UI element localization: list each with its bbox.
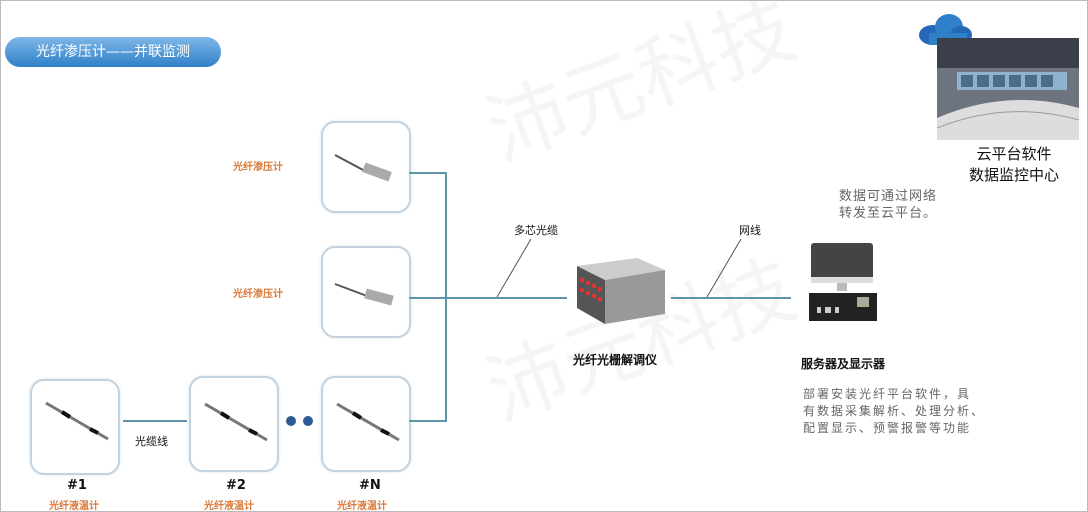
sensor-label: 光纤渗压计	[233, 162, 283, 173]
thermometer-box-1	[30, 379, 120, 475]
leader-line	[706, 238, 742, 298]
leader-line	[496, 238, 532, 298]
cable-label: 光缆线	[135, 435, 168, 448]
connector-line	[409, 172, 447, 174]
piezometer-box-1	[321, 121, 411, 213]
network-note-line: 转发至云平台。	[839, 206, 938, 221]
network-label: 网线	[739, 224, 761, 237]
sensor-label: 光纤液温计	[204, 501, 254, 512]
server-desc-line: 有数据采集解析、处理分析、	[803, 404, 986, 418]
thermometer-icon	[204, 402, 268, 442]
thermometer-box-n	[321, 376, 411, 472]
cloud-title: 云平台软件	[976, 145, 1052, 163]
bus-line	[445, 172, 447, 422]
sensor-number: #1	[67, 478, 87, 493]
server-label: 服务器及显示器	[801, 357, 886, 371]
ellipsis-dot	[303, 416, 313, 426]
piezometer-icon	[334, 154, 392, 182]
network-note-line: 数据可通过网络	[839, 189, 938, 204]
multi-core-label: 多芯光缆	[514, 224, 558, 237]
network-cable-line	[671, 297, 791, 299]
server-desc-line: 部署安装光纤平台软件，具	[803, 387, 972, 401]
sensor-label: 光纤液温计	[337, 501, 387, 512]
demodulator-icon	[577, 258, 665, 324]
server-desc-line: 配置显示、预警报警等功能	[803, 421, 972, 435]
monitoring-center-photo	[937, 38, 1079, 140]
multi-core-cable-line	[447, 297, 567, 299]
cable-line	[123, 420, 187, 422]
sensor-label: 光纤渗压计	[233, 289, 283, 300]
piezometer-icon	[334, 283, 394, 306]
piezometer-box-2	[321, 246, 411, 338]
connector-line	[409, 297, 447, 299]
cloud-subtitle: 数据监控中心	[969, 166, 1060, 184]
watermark: 沛元科技	[474, 0, 808, 179]
demodulator-label: 光纤光栅解调仪	[573, 353, 658, 367]
ellipsis-dot	[286, 416, 296, 426]
thermometer-icon	[45, 401, 109, 441]
connector-line	[409, 420, 447, 422]
sensor-number: #N	[359, 478, 381, 493]
thermometer-box-2	[189, 376, 279, 472]
page-title: 光纤渗压计——并联监测	[5, 37, 221, 67]
thermometer-icon	[336, 402, 400, 442]
sensor-number: #2	[226, 478, 246, 493]
sensor-label: 光纤液温计	[49, 501, 99, 512]
server-monitor-icon	[809, 243, 877, 321]
